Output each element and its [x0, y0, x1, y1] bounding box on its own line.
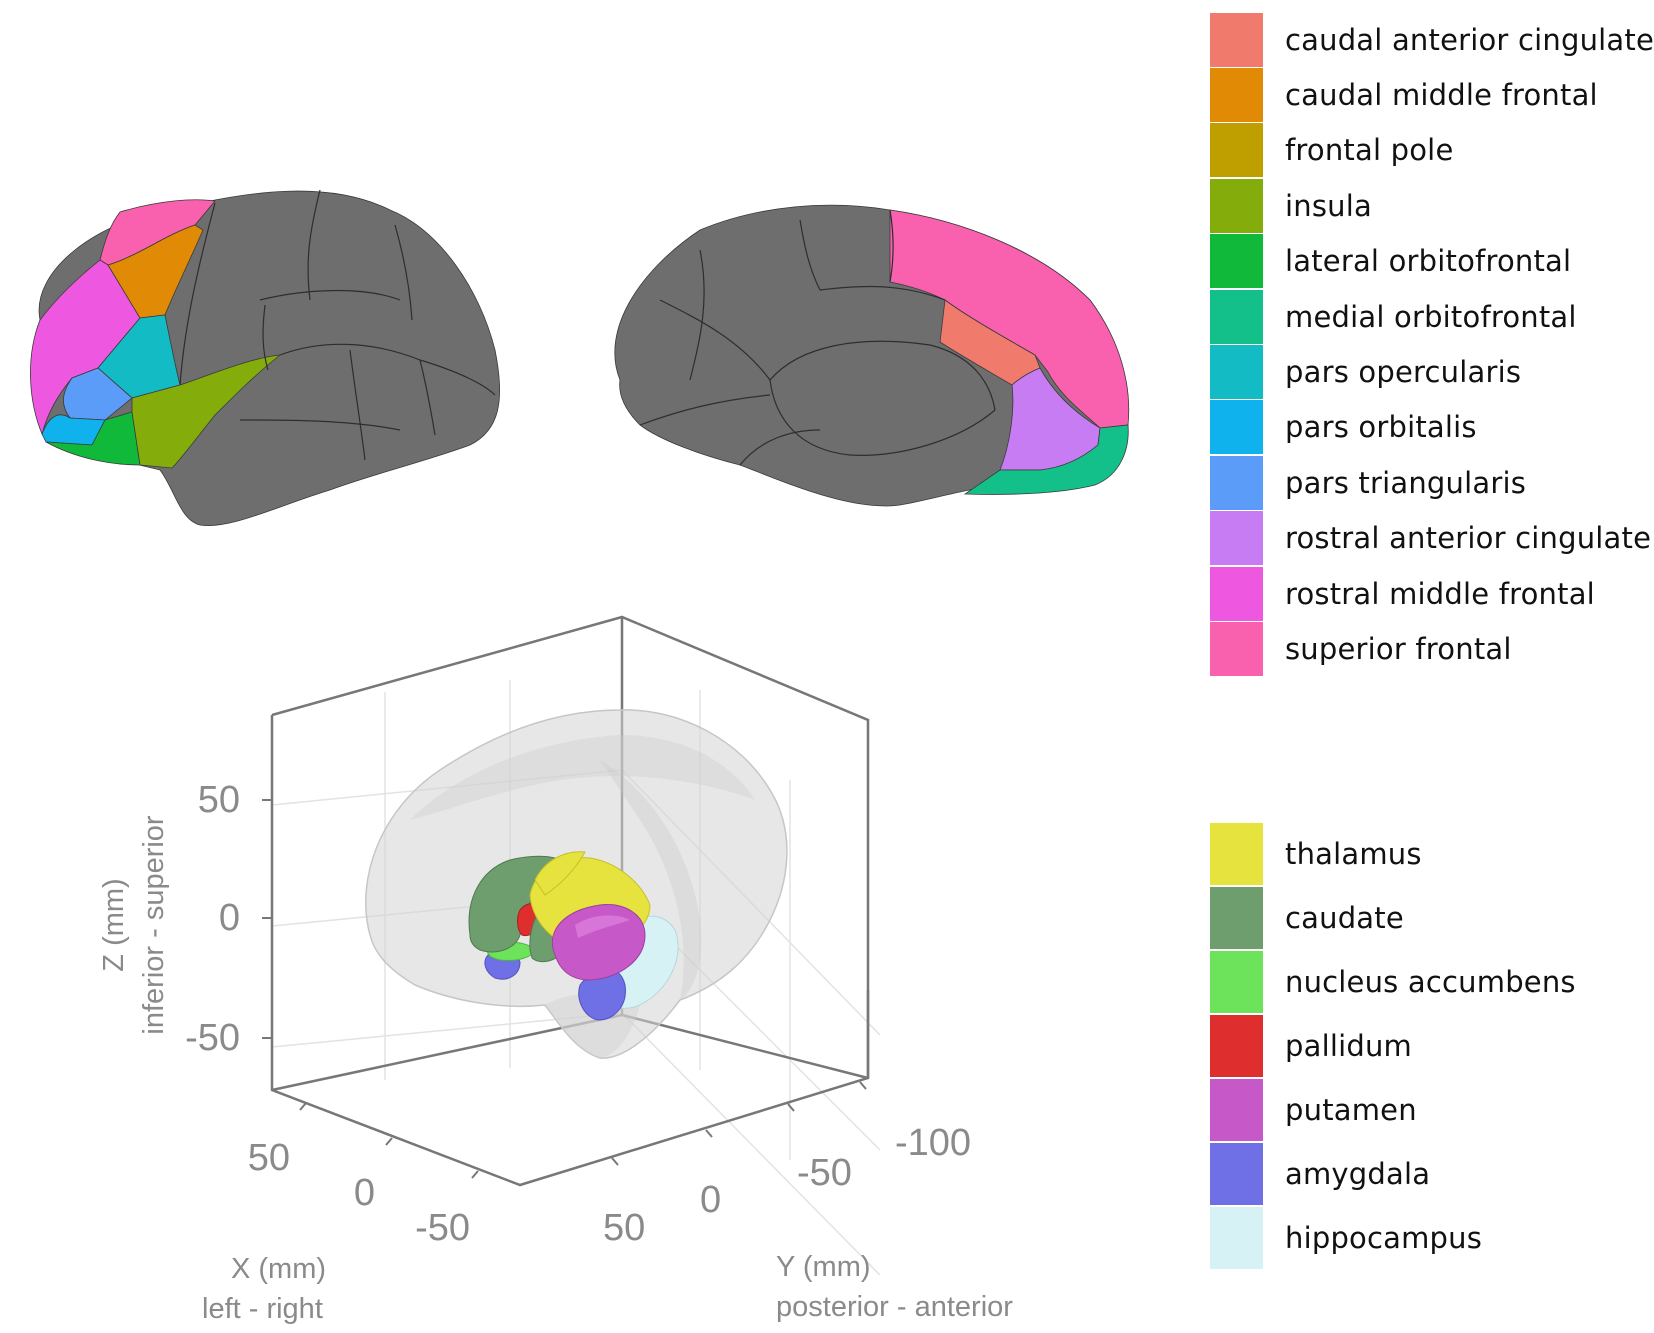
y-tick: 0	[700, 1179, 721, 1221]
region-medial-orbitofrontal	[963, 424, 1129, 495]
legend-swatch	[1210, 455, 1263, 510]
y-tick: -100	[895, 1122, 971, 1164]
medial-sulci	[639, 209, 996, 466]
legend-label: insula	[1285, 188, 1372, 223]
legend-item: insula	[1210, 178, 1654, 233]
region-rostral-middle-frontal	[30, 259, 141, 436]
x-axis-label-line1: X (mm)	[231, 1253, 326, 1285]
legend-swatch	[1210, 621, 1263, 676]
legend-item: pars opercularis	[1210, 344, 1654, 400]
medial-cortex-view	[614, 204, 1130, 507]
legend-label: pars orbitalis	[1285, 410, 1477, 445]
legend-item: caudate	[1210, 886, 1576, 950]
legend-item: rostral middle frontal	[1210, 566, 1654, 621]
x-axis-label-line2: left - right	[202, 1293, 323, 1325]
legend-item: pallidum	[1210, 1014, 1576, 1078]
z-axis-label-line2: inferior - superior	[138, 815, 170, 1035]
tick-marks	[262, 799, 867, 1179]
legend-item: thalamus	[1210, 822, 1576, 886]
y-axis-label-line2: posterior - anterior	[776, 1291, 1013, 1323]
legend-swatch	[1210, 1079, 1263, 1141]
legend-swatch	[1210, 511, 1263, 566]
region-caudal-middle-frontal	[107, 224, 204, 319]
legend-label: thalamus	[1285, 837, 1422, 871]
lateral-cortex-view	[30, 189, 501, 527]
legend-swatch	[1210, 1207, 1263, 1269]
x-tick: 0	[354, 1172, 375, 1214]
legend-item: frontal pole	[1210, 123, 1654, 178]
y-tick: 50	[603, 1207, 645, 1249]
z-axis-label: Z (mm) inferior - superior	[98, 815, 170, 1035]
legend-swatch	[1210, 951, 1263, 1013]
x-tick: -50	[415, 1207, 470, 1249]
legend-swatch	[1210, 178, 1263, 233]
legend-label: amygdala	[1285, 1157, 1431, 1191]
legend-swatch	[1210, 1143, 1263, 1205]
region-insula	[131, 354, 282, 469]
legend-label: rostral anterior cingulate	[1285, 521, 1652, 556]
legend-label: frontal pole	[1285, 133, 1454, 168]
legend-swatch	[1210, 12, 1263, 67]
legend-label: caudal middle frontal	[1285, 78, 1598, 113]
subcortical-structures	[468, 851, 679, 1021]
legend-swatch	[1210, 123, 1263, 178]
legend-item: medial orbitofrontal	[1210, 289, 1654, 344]
legend-item: caudal anterior cingulate	[1210, 12, 1654, 67]
cortical-legend: caudal anterior cingulate caudal middle f…	[1210, 12, 1654, 677]
legend-swatch	[1210, 887, 1263, 949]
legend-swatch	[1210, 823, 1263, 885]
legend-swatch	[1210, 345, 1263, 400]
legend-label: putamen	[1285, 1093, 1417, 1127]
legend-label: pars opercularis	[1285, 355, 1522, 390]
legend-label: caudal anterior cingulate	[1285, 22, 1654, 57]
legend-swatch	[1210, 68, 1263, 123]
legend-label: pars triangularis	[1285, 465, 1527, 500]
legend-swatch	[1210, 1015, 1263, 1077]
thalamus-top-shape	[534, 851, 586, 896]
legend-label: superior frontal	[1285, 631, 1512, 666]
z-tick: 50	[198, 779, 240, 821]
y-axis-label-line1: Y (mm)	[776, 1251, 871, 1283]
legend-item: lateral orbitofrontal	[1210, 234, 1654, 289]
legend-label: lateral orbitofrontal	[1285, 244, 1572, 279]
z-tick: 0	[219, 897, 240, 939]
y-axis-ticks: 50 0 -50 -100	[603, 1122, 971, 1249]
legend-swatch	[1210, 234, 1263, 289]
x-tick: 50	[248, 1137, 290, 1179]
legend-label: rostral middle frontal	[1285, 576, 1595, 611]
legend-item: hippocampus	[1210, 1206, 1576, 1270]
legend-item: amygdala	[1210, 1142, 1576, 1206]
putamen-highlight	[575, 915, 630, 938]
legend-item: nucleus accumbens	[1210, 950, 1576, 1014]
legend-label: caudate	[1285, 901, 1404, 935]
z-axis-ticks: 50 0 -50	[185, 779, 240, 1059]
legend-item: caudal middle frontal	[1210, 67, 1654, 123]
z-axis-label-line1: Z (mm)	[98, 878, 130, 971]
lateral-sulci	[179, 189, 496, 461]
legend-swatch	[1210, 400, 1263, 455]
z-tick: -50	[185, 1017, 240, 1059]
legend-label: pallidum	[1285, 1029, 1412, 1063]
legend-item: pars triangularis	[1210, 455, 1654, 510]
legend-item: rostral anterior cingulate	[1210, 511, 1654, 566]
region-pars-triangularis	[63, 367, 133, 421]
legend-item: superior frontal	[1210, 621, 1654, 676]
legend-label: nucleus accumbens	[1285, 965, 1576, 999]
legend-label: hippocampus	[1285, 1221, 1483, 1255]
subcortical-3d-plot: 50 0 -50 50 0 -50 50 0 -50 -100 Z (mm) i…	[98, 615, 1013, 1325]
y-tick: -50	[797, 1152, 852, 1194]
putamen-shape	[551, 904, 646, 981]
legend-swatch	[1210, 566, 1263, 621]
region-lateral-orbitofrontal-lateral	[45, 411, 141, 466]
legend-item: pars orbitalis	[1210, 400, 1654, 455]
legend-swatch	[1210, 289, 1263, 344]
x-axis-ticks: 50 0 -50	[248, 1137, 470, 1249]
legend-label: medial orbitofrontal	[1285, 299, 1577, 334]
subcortical-legend: thalamus caudate nucleus accumbens pallidum…	[1210, 822, 1576, 1270]
legend-item: putamen	[1210, 1078, 1576, 1142]
